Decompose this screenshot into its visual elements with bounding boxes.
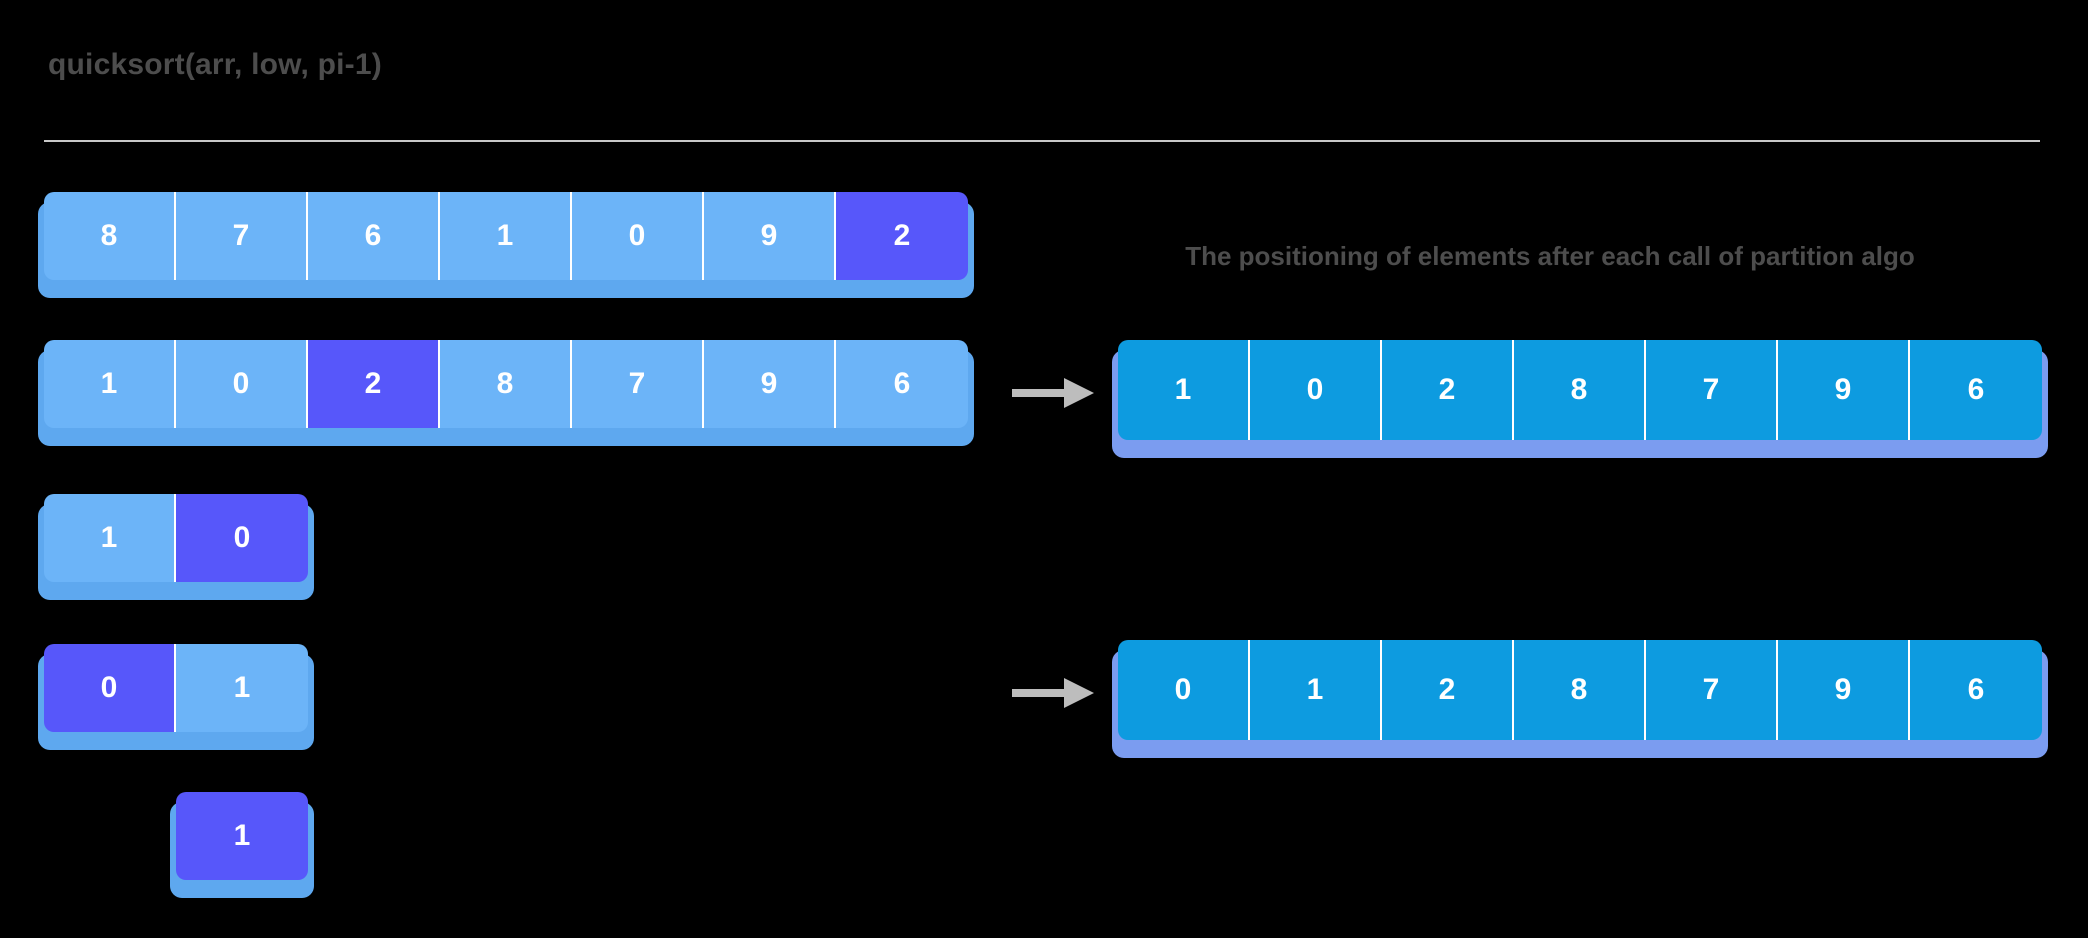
arrow-to-right-array-2 [1012,678,1098,708]
header-divider [44,140,2040,142]
array-cell: 2 [1382,640,1514,740]
array-cell: 9 [1778,640,1910,740]
array-cell: 1 [1118,340,1250,440]
array-cell: 1 [44,494,176,582]
array-cell: 9 [704,340,836,428]
array-cell: 1 [1250,640,1382,740]
array-cell: 6 [836,340,968,428]
page-title: quicksort(arr, low, pi-1) [48,48,382,81]
array-cells: 1 [176,792,308,880]
array-cell: 0 [572,192,704,280]
array-cell: 1 [440,192,572,280]
arrow-head-icon [1064,678,1094,708]
array-cell: 7 [572,340,704,428]
array-cell: 6 [1910,640,2042,740]
array-cell: 2 [308,340,440,428]
array-cell: 8 [1514,640,1646,740]
array-cell: 7 [176,192,308,280]
array-cell: 0 [1118,640,1250,740]
right-panel-caption-line1: The positioning of elements after each c… [1185,241,1743,271]
arrow-shaft [1012,689,1070,697]
array-cell: 8 [1514,340,1646,440]
array-cell: 2 [836,192,968,280]
array-cell: 9 [1778,340,1910,440]
array-cell: 6 [1910,340,2042,440]
array-cell: 8 [440,340,572,428]
right-panel-caption-line2: partition algo [1750,241,1915,271]
right-panel-caption: The positioning of elements after each c… [1150,238,1950,276]
array-cell: 7 [1646,640,1778,740]
array-cell: 0 [1250,340,1382,440]
arrow-head-icon [1064,378,1094,408]
array-cell: 0 [176,494,308,582]
arrow-to-right-array-1 [1012,378,1098,408]
array-cell: 7 [1646,340,1778,440]
arrow-shaft [1012,389,1070,397]
array-cell: 8 [44,192,176,280]
array-cell: 0 [44,644,176,732]
array-cell: 0 [176,340,308,428]
array-cell: 2 [1382,340,1514,440]
array-cell: 1 [176,792,308,880]
array-cell: 1 [44,340,176,428]
array-cell: 9 [704,192,836,280]
array-cell: 6 [308,192,440,280]
left-array-5: 1 [170,792,314,898]
array-cell: 1 [176,644,308,732]
